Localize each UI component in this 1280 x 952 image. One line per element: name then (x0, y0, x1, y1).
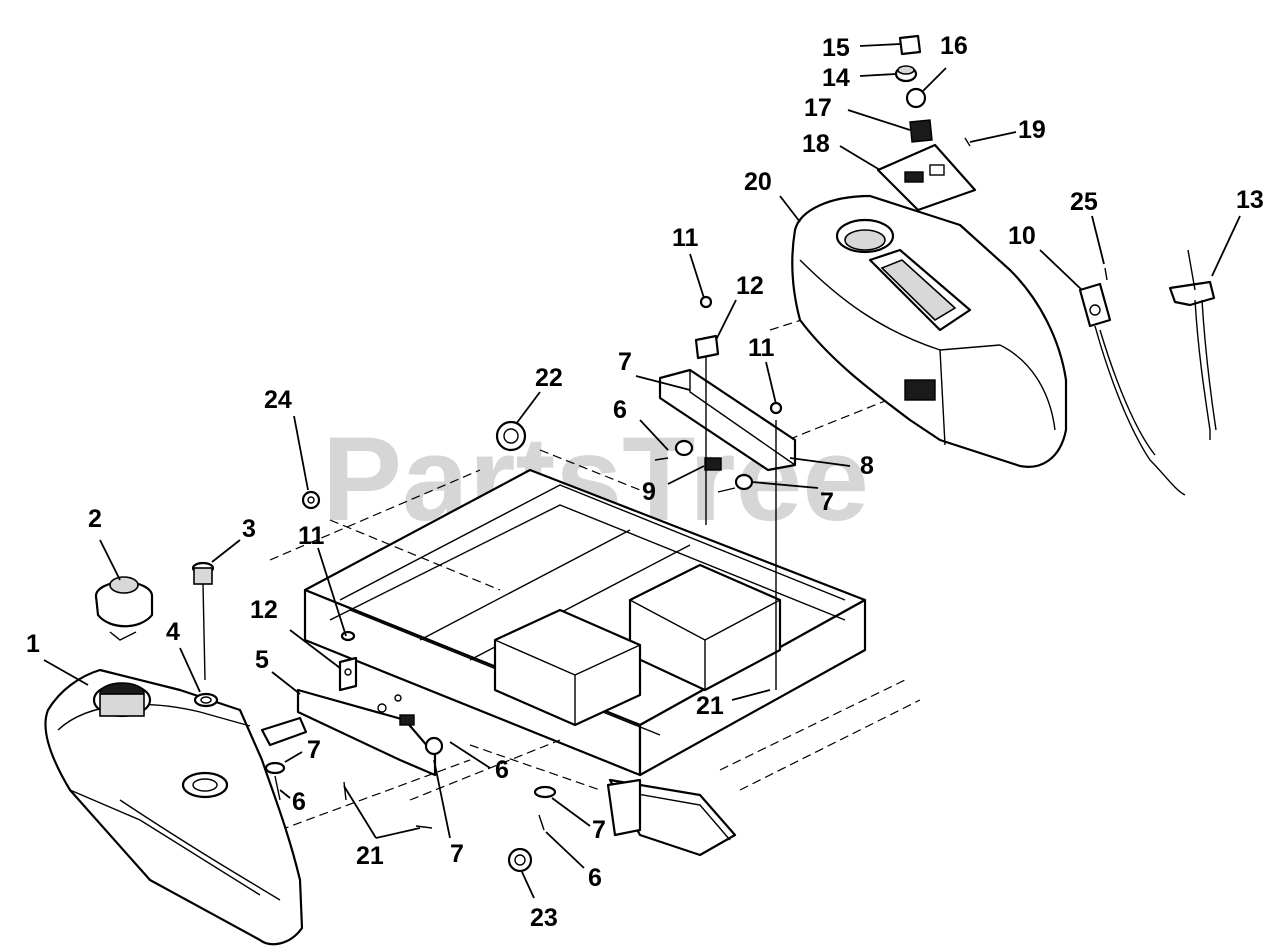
fuel-cap (94, 576, 154, 641)
callout-9: 9 (642, 478, 656, 506)
callout-10: 10 (1008, 222, 1036, 250)
callout-12b: 12 (250, 596, 278, 624)
console-cover (791, 194, 1068, 468)
throttle-linkage (1078, 249, 1217, 496)
callout-20: 20 (744, 168, 772, 196)
callout-13: 13 (1236, 186, 1264, 214)
callout-7d: 7 (450, 840, 464, 868)
callout-21a: 21 (696, 692, 724, 720)
callout-11b: 11 (748, 334, 775, 362)
fuel-vent-grommet (191, 561, 215, 681)
callout-7c: 7 (307, 736, 321, 764)
callout-3: 3 (242, 515, 256, 543)
frame-assembly (269, 294, 951, 857)
callout-labels: 1 2 3 4 5 6 6 6 6 7 7 7 7 7 8 9 10 11 11… (26, 32, 1264, 932)
callout-23: 23 (530, 904, 558, 932)
callout-19: 19 (1018, 116, 1046, 144)
callout-22: 22 (535, 364, 563, 392)
tank-bracket (260, 688, 437, 777)
callout-6d: 6 (588, 864, 602, 892)
callout-7b: 7 (820, 488, 834, 516)
callout-18: 18 (802, 130, 830, 158)
callout-15: 15 (822, 34, 850, 62)
callout-6b: 6 (495, 756, 509, 784)
callout-5: 5 (255, 646, 269, 674)
tank-bushing (193, 692, 219, 708)
mounting-bracket-lower (338, 656, 358, 692)
callout-11c: 11 (298, 522, 325, 550)
callout-2: 2 (88, 505, 102, 533)
callout-7a: 7 (618, 348, 632, 376)
fuel-tank (44, 668, 304, 946)
callout-8: 8 (860, 452, 874, 480)
control-parts (876, 34, 977, 212)
callout-7e: 7 (592, 816, 606, 844)
callout-16: 16 (940, 32, 968, 60)
callout-1: 1 (26, 630, 40, 658)
callout-17: 17 (804, 94, 832, 122)
callout-6a: 6 (613, 396, 627, 424)
callout-4: 4 (166, 618, 180, 646)
callout-12a: 12 (736, 272, 764, 300)
callout-11a: 11 (672, 224, 699, 252)
callout-14: 14 (822, 64, 850, 92)
hardware (264, 420, 557, 873)
callout-21b: 21 (356, 842, 384, 870)
callout-25: 25 (1070, 188, 1098, 216)
callout-24: 24 (264, 386, 292, 414)
callout-6c: 6 (292, 788, 306, 816)
callout-leaders (43, 43, 1241, 899)
